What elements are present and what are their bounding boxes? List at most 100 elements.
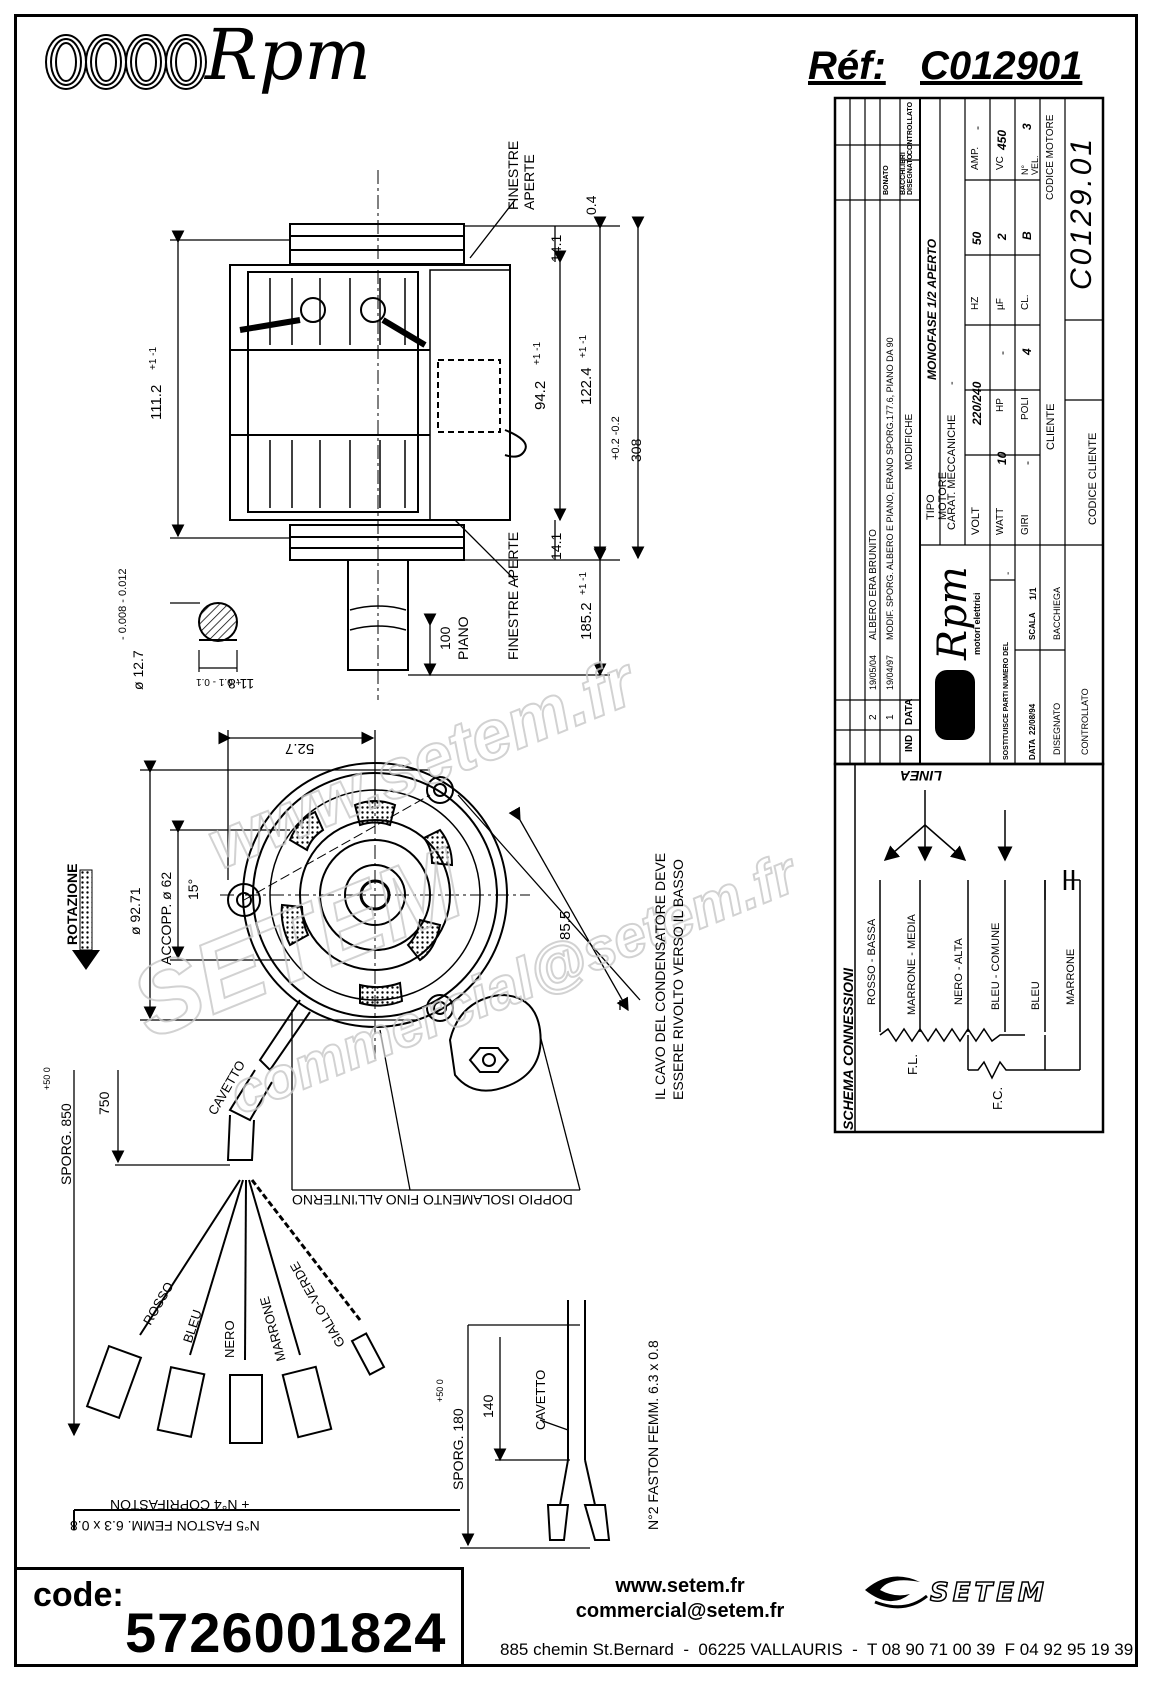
volt-value: 220/240: [970, 381, 984, 425]
scala-label: SCALA: [1028, 612, 1037, 640]
watt-value: 10: [995, 451, 1009, 465]
schema-wire-marrone-2: MARRONE: [1065, 948, 1077, 1005]
address-text: 885 chemin St.Bernard - 06225 VALLAURIS …: [500, 1640, 1134, 1659]
hp-value: -: [995, 351, 1009, 355]
col-controllato: CONTROLLATO: [907, 101, 914, 155]
code-box: code: 5726001824: [14, 1567, 464, 1667]
revision-1-data: 19/04/97: [885, 654, 895, 690]
shaft-section: [170, 602, 238, 672]
setem-swoosh-icon: [865, 1576, 928, 1609]
schema-wire-bleu-comune: BLEU - COMUNE: [990, 922, 1002, 1010]
volt-label: VOLT: [970, 507, 982, 535]
capacitor-note-line1: IL CAVO DEL CONDENSATORE DEVE: [652, 852, 668, 1100]
hz-label: HZ: [970, 296, 981, 310]
dim-122-tol: +1 -1: [578, 334, 589, 358]
company-logo: Rpm: [930, 566, 976, 660]
schema-fl: F.L.: [905, 1054, 920, 1075]
cl-label: CL.: [1020, 294, 1031, 310]
dim-308-label: 308: [628, 438, 644, 462]
coil-logo-icon: [45, 34, 207, 90]
dim-04-label: 0.4: [583, 195, 599, 215]
data-label: DATA: [1028, 738, 1037, 760]
sporg-850-tol: +50 0: [42, 1067, 52, 1090]
capacitor-cable-view: [460, 1300, 611, 1549]
title-block-grid: [833, 96, 1105, 766]
sostituisce-value: -: [1003, 571, 1014, 575]
schema-title: SCHEMA CONNESSIONI: [840, 967, 856, 1130]
poli-label: POLI: [1020, 397, 1031, 420]
schema-wire-nero: NERO - ALTA: [953, 938, 965, 1005]
email-link[interactable]: commercial@setem.fr: [575, 1600, 785, 1622]
company-subtitle: motori elettrici: [972, 592, 982, 655]
angle-15-label: 15°: [185, 878, 201, 900]
revision-1-ind: 1: [885, 714, 896, 720]
dim-85-label: 85.5: [557, 910, 574, 940]
giri-value: -: [1020, 461, 1034, 465]
hz-value: 50: [970, 231, 984, 245]
company-icon: [935, 670, 975, 740]
sporg-180-label: SPORG. 180: [450, 1408, 466, 1490]
revision-1-modifiche: MODIF. SPORG. ALBERO E PIANO, ERANO SPOR…: [885, 337, 895, 640]
dim-140-label: 140: [480, 1394, 496, 1418]
dim-750-label: 750: [96, 1091, 112, 1115]
cap-faston-note: N°2 FASTON FEMM. 6.3 x 0.8: [645, 1340, 661, 1530]
revision-2-data: 19/05/04: [868, 654, 878, 690]
scala-value: 1/1: [1028, 587, 1038, 600]
dim-14-top-label: 14.1: [548, 234, 564, 262]
code-value: 5726001824: [125, 1601, 447, 1664]
dim-122-label: 122.4: [578, 367, 595, 405]
dim-92-label: ø 92.71: [127, 887, 143, 935]
code-label: code:: [33, 1576, 124, 1614]
vc-label: VC: [995, 156, 1006, 170]
dim-185-label: 185.2: [578, 602, 595, 640]
sporg-180-tol: +50 0: [435, 1379, 445, 1402]
reference-label: Réf:: [808, 44, 886, 88]
col-ind: IND: [904, 734, 915, 752]
dim-62-label: ACCOPP. ø 62: [158, 871, 174, 965]
dim-308-tol: +0.2 -0.2: [610, 416, 622, 460]
wire-nero-label: NERO: [222, 1320, 237, 1358]
sostituisce-label: SOSTITUISCE PARTI NUMERO DEL: [1003, 641, 1010, 760]
col-modifiche: MODIFICHE: [904, 413, 915, 470]
cap-cavetto-label: CAVETTO: [533, 1369, 548, 1430]
schema-wire-marrone: MARRONE - MEDIA: [906, 914, 918, 1015]
codice-motore-label: CODICE MOTORE: [1045, 114, 1056, 200]
schema-wire-rosso: ROSSO - BASSA: [866, 918, 878, 1005]
disegnato-label: DISEGNATO: [1052, 702, 1062, 755]
finestre-aperte-bottom-label: FINESTRE APERTE: [505, 531, 521, 660]
nvel-value: 3: [1020, 123, 1034, 130]
rotation-arrow-icon: [72, 869, 100, 970]
codice-motore-value: C0129.01: [1065, 135, 1098, 290]
flat-tol-label: + 0.1 - 0.1: [196, 676, 242, 687]
cliente-label: CLIENTE: [1045, 403, 1057, 450]
revision-2-modifiche: ALBERO ERA BRUNITO: [868, 529, 879, 640]
giri-label: GIRI: [1020, 514, 1031, 535]
dim-94-label: 94.2: [532, 380, 549, 410]
dim-111-label: 111.2: [148, 384, 165, 420]
controllato-label: CONTROLLATO: [1080, 688, 1090, 755]
website-link[interactable]: www.setem.fr: [615, 1575, 745, 1597]
dim-94-tol: +1 -1: [532, 341, 543, 365]
finestre-aperte-top-label: FINESTRE APERTE: [505, 140, 537, 210]
rotazione-label: ROTAZIONE: [64, 863, 80, 945]
dim-14-bottom-label: 14.1: [548, 532, 564, 560]
col-disegnato: DISEGNATO: [907, 154, 914, 195]
vc-value: 450: [995, 129, 1009, 150]
capacitor-note-line2: ESSERE RIVOLTO VERSO IL BASSO: [670, 859, 686, 1100]
reference-value: C012901: [920, 44, 1083, 88]
uf-label: µF: [995, 298, 1006, 310]
drawing-frame: [14, 14, 1138, 1667]
data-value: 22/08/94: [1028, 703, 1037, 735]
tipo-motore-value: MONOFASE 1/2 APERTO: [925, 238, 939, 380]
motor-side-view: [229, 170, 527, 700]
nvel-label: N° VEL.: [1020, 155, 1040, 175]
faston-note: N°5 FASTON FEMM. 6.3 x 0.8: [70, 1518, 260, 1534]
revision-2-ind: 2: [868, 714, 879, 720]
carat-value: -: [946, 381, 958, 385]
piano-label: PIANO: [455, 616, 471, 660]
shaft-tolerance-label: - 0.008 - 0.012: [117, 568, 129, 640]
watt-label: WATT: [995, 507, 1006, 535]
wire-harness: [73, 1179, 460, 1530]
setem-brand-text: SETEM: [929, 1577, 1048, 1609]
